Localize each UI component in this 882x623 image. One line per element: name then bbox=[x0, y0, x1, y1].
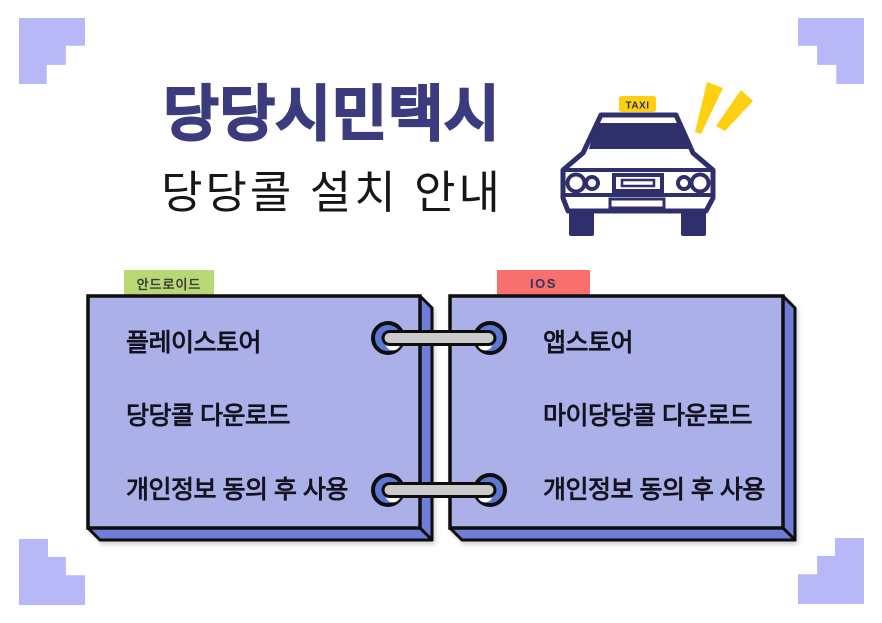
ios-step-2: 마이당당콜 다운로드 bbox=[543, 402, 752, 430]
ios-step-1: 앱스토어 bbox=[543, 329, 634, 357]
binder-ring-top bbox=[371, 321, 507, 355]
android-panel bbox=[86, 294, 434, 542]
android-step-2: 당당콜 다운로드 bbox=[126, 402, 290, 430]
grille-inner bbox=[620, 178, 656, 188]
ios-step-3: 개인정보 동의 후 사용 bbox=[543, 476, 765, 504]
license-plate bbox=[608, 197, 666, 210]
tab-android: 안드로이드 bbox=[124, 270, 214, 296]
wheel bbox=[569, 211, 594, 236]
taxi-illustration-svg: TAXI bbox=[560, 82, 753, 236]
page-subtitle: 당당콜 설치 안내 bbox=[161, 167, 503, 218]
taxi-icon: TAXI bbox=[548, 70, 778, 252]
spark-icon bbox=[695, 82, 723, 134]
taxi-sign bbox=[619, 96, 656, 112]
headlight-icon bbox=[689, 172, 711, 194]
headlight-icon bbox=[584, 175, 600, 191]
spark-icon bbox=[716, 90, 753, 131]
wheel bbox=[681, 211, 706, 236]
binder-ring-bottom bbox=[371, 473, 507, 507]
tab-ios: IOS bbox=[497, 270, 590, 296]
android-step-3: 개인정보 동의 후 사용 bbox=[126, 476, 348, 504]
taxi-sign-label: TAXI bbox=[625, 101, 649, 112]
page-title: 당당시민택시 bbox=[162, 80, 501, 148]
android-step-1: 플레이스토어 bbox=[126, 329, 262, 357]
windshield bbox=[589, 123, 689, 149]
